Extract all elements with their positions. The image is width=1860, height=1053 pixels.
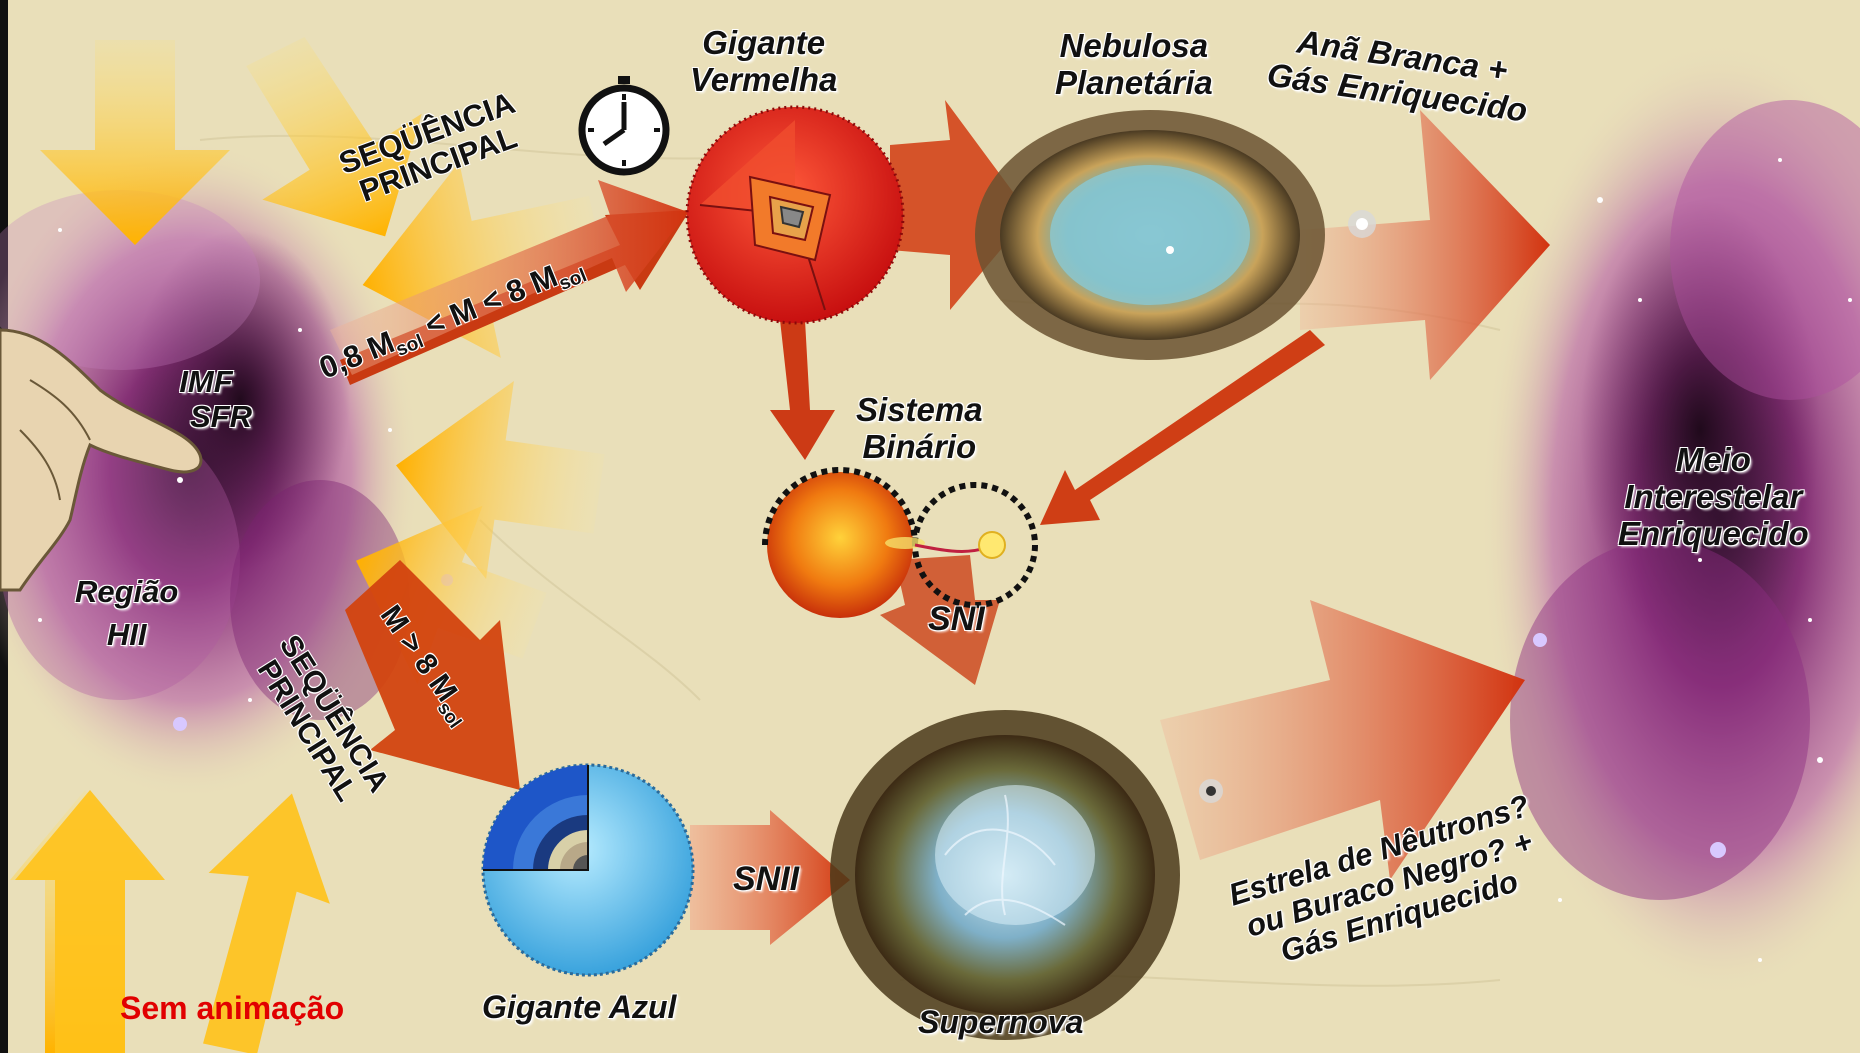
label-meio-interestelar: MeioInterestelarEnriquecido — [1618, 442, 1809, 553]
red-giant-icon — [687, 107, 903, 323]
label-sistema-binario: SistemaBinário — [856, 392, 983, 466]
label-regiao-hii: RegiãoHII — [75, 570, 178, 657]
no-animation-notice: Sem animação — [120, 990, 344, 1027]
label-gigante-azul: Gigante Azul — [482, 990, 676, 1026]
label-sni: SNI — [928, 600, 985, 638]
white-dwarf-icon — [1348, 210, 1376, 238]
blue-giant-icon — [483, 765, 693, 975]
label-gigante-vermelha: GiganteVermelha — [690, 25, 837, 99]
label-snii: SNII — [733, 860, 799, 898]
label-nebulosa-planetaria: NebulosaPlanetária — [1055, 28, 1213, 102]
label-imf-sfr: IMFSFR — [160, 365, 252, 434]
neutron-star-icon — [1199, 779, 1223, 803]
label-supernova: Supernova — [918, 1005, 1083, 1041]
supernova-icon — [830, 710, 1180, 1040]
planetary-nebula-icon — [975, 110, 1325, 360]
